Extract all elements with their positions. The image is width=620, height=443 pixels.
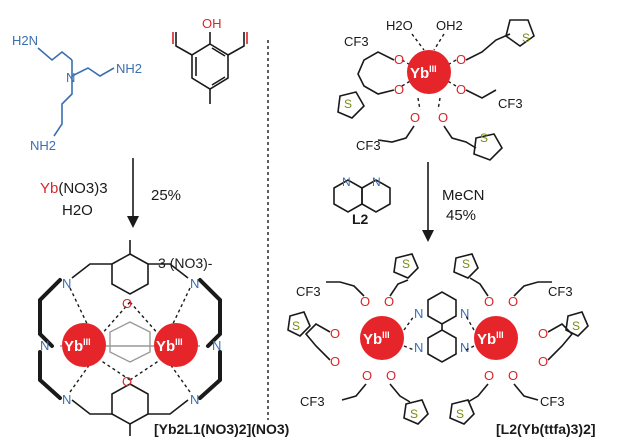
po-1: O [330,326,340,341]
o-4: O [456,82,466,97]
imine-n-2: N [190,276,199,291]
amine-3-label: NH2 [30,138,56,153]
amine-1-label: H2N [12,33,38,48]
po-9: O [484,294,494,309]
o-1: O [394,52,404,67]
yb-ion-precursor-label: YbIII [410,64,437,82]
po-7: O [538,326,548,341]
o-2: O [394,82,404,97]
p-s-3: S [410,407,418,421]
yb-ion-left-1 [62,323,106,367]
l2-n-2: N [372,175,381,189]
tertiary-amine-label: N [66,70,75,85]
po-5: O [362,368,372,383]
counter-ion-label: 3 (NO3)- [158,255,213,271]
thiophene-s-2: S [344,97,352,111]
thiophene-s-3: S [480,131,488,145]
water-1-label: H2O [386,18,413,33]
p-s-1: S [292,319,300,333]
amine-2-label: NH2 [116,61,142,76]
o-3: O [456,52,466,67]
po-8: O [538,354,548,369]
phenolate-o-top: O [122,296,132,311]
phenolate-o-bottom: O [122,374,132,389]
bipyrimidine-reagent: N N L2 [333,175,391,227]
p-cf3-2: CF3 [300,394,325,409]
water-2-label: OH2 [436,18,463,33]
tren-molecule: H2N N NH2 NH2 [12,33,142,153]
dialdehyde-molecule: OH [172,16,248,104]
p-cf3-4: CF3 [540,394,565,409]
cf3-1: CF3 [344,34,369,49]
right-solvent: MeCN [442,187,485,204]
right-reaction-arrow: MeCN 45% [422,162,485,242]
po-3: O [360,294,370,309]
p-cf3-3: CF3 [548,284,573,299]
imine-n-1: N [62,276,71,291]
macrocycle-product: YbIII YbIII O O N N N N N N 3 (NO3)- [Yb… [38,240,289,437]
left-product-label: [Yb2L1(NO3)2](NO3) [154,421,289,437]
p-s-6: S [456,407,464,421]
po-11: O [484,368,494,383]
hydroxyl-label: OH [202,16,222,31]
thiophene-s-1: S [522,31,530,45]
yb-ion-precursor [407,50,451,94]
p-s-4: S [572,319,580,333]
left-reaction-arrow: Yb(NO3)3 H2O 25% [40,158,181,228]
l2-n-1: N [342,175,351,189]
yb-ion-product-1 [360,316,404,360]
product-n-2: N [460,306,469,321]
dinuclear-product: N N N N YbIII YbIII O O O O O O CF3 CF3 … [287,253,596,437]
bridgehead-n-1: N [40,338,49,353]
product-n-3: N [414,340,423,355]
left-solvent: H2O [62,202,93,219]
l2-label: L2 [352,211,369,227]
yb-ion-left-2-label: YbIII [156,337,183,355]
yb-ion-left-2 [154,323,198,367]
yb-ion-product-2 [474,316,518,360]
po-12: O [508,368,518,383]
p-s-2: S [402,257,410,271]
yb-ttfa-complex: H2O OH2 YbIII O O O O O O CF3 CF3 CF3 S … [337,18,535,161]
product-n-1: N [414,306,423,321]
po-2: O [330,354,340,369]
imine-n-3: N [62,392,71,407]
yb-ion-product-1-label: YbIII [363,330,390,348]
left-yield: 25% [151,187,181,204]
imine-n-4: N [190,392,199,407]
po-4: O [384,294,394,309]
po-10: O [508,294,518,309]
right-product-label: [L2(Yb(ttfa)3)2] [496,421,596,437]
cf3-2: CF3 [498,96,523,111]
product-n-4: N [460,340,469,355]
p-s-5: S [462,257,470,271]
p-cf3-1: CF3 [296,284,321,299]
right-yield: 45% [446,207,476,224]
left-reagent: Yb(NO3)3 [40,180,108,197]
o-5: O [410,110,420,125]
bridgehead-n-2: N [212,338,221,353]
o-6: O [438,110,448,125]
cf3-3: CF3 [356,138,381,153]
po-6: O [386,368,396,383]
yb-ion-product-2-label: YbIII [477,330,504,348]
yb-ion-left-1-label: YbIII [64,337,91,355]
